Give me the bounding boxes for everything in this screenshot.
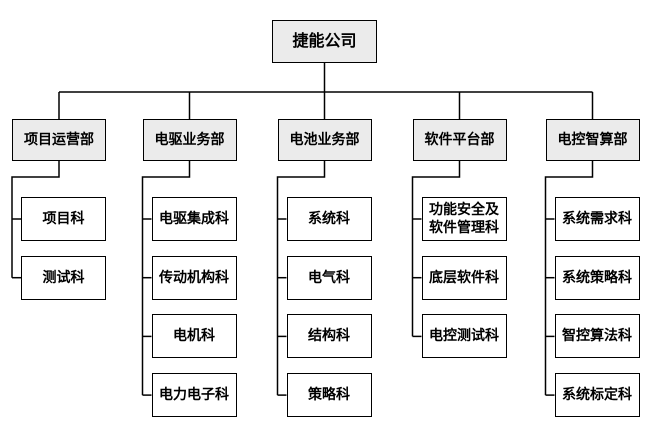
- node-label: 捷能公司: [292, 31, 357, 51]
- node-label: 结构科: [308, 328, 350, 345]
- node-label: 系统需求科: [562, 210, 632, 227]
- section-node-4-1: 功能安全及 软件管理科: [421, 197, 507, 241]
- node-label: 智控算法科: [562, 328, 632, 345]
- node-label: 电驱集成科: [159, 210, 229, 227]
- node-label: 电池业务部: [289, 131, 360, 148]
- department-node-4: 软件平台部: [412, 119, 507, 161]
- node-label: 电气科: [308, 269, 350, 286]
- section-node-1-2: 测试科: [21, 255, 106, 300]
- node-label: 传动机构科: [159, 269, 229, 286]
- node-label: 策略科: [308, 387, 350, 403]
- section-node-2-3: 电机科: [151, 314, 237, 359]
- section-node-5-1: 系统需求科: [554, 197, 640, 241]
- node-label: 电力电子科: [159, 387, 229, 403]
- node-label: 电机科: [173, 328, 215, 345]
- department-node-1: 项目运营部: [12, 119, 106, 161]
- section-node-3-2: 电气科: [286, 255, 372, 300]
- section-node-5-2: 系统策略科: [554, 255, 640, 300]
- section-node-4-2: 底层软件科: [421, 255, 507, 300]
- org-root-node: 捷能公司: [272, 20, 377, 63]
- node-label: 电控测试科: [429, 328, 499, 345]
- node-label: 功能安全及 软件管理科: [429, 201, 499, 236]
- section-node-1-1: 项目科: [21, 197, 106, 241]
- section-node-3-4: 策略科: [286, 373, 372, 418]
- section-node-5-4: 系统标定科: [554, 373, 640, 418]
- node-label: 电驱业务部: [154, 131, 225, 148]
- department-node-2: 电驱业务部: [142, 119, 237, 161]
- department-node-3: 电池业务部: [277, 119, 372, 161]
- section-node-2-4: 电力电子科: [151, 373, 237, 418]
- node-label: 系统策略科: [562, 269, 632, 286]
- node-label: 底层软件科: [429, 269, 499, 286]
- section-node-3-1: 系统科: [286, 197, 372, 241]
- section-node-4-3: 电控测试科: [421, 314, 507, 359]
- node-label: 测试科: [42, 269, 85, 286]
- node-label: 系统标定科: [562, 387, 632, 403]
- node-label: 系统科: [308, 210, 350, 227]
- node-label: 软件平台部: [424, 131, 495, 148]
- node-label: 电控智算部: [557, 131, 628, 148]
- node-label: 项目科: [42, 210, 85, 227]
- node-label: 项目运营部: [24, 131, 94, 148]
- section-node-3-3: 结构科: [286, 314, 372, 359]
- section-node-5-3: 智控算法科: [554, 314, 640, 359]
- department-node-5: 电控智算部: [545, 119, 640, 161]
- section-node-2-1: 电驱集成科: [151, 197, 237, 241]
- section-node-2-2: 传动机构科: [151, 255, 237, 300]
